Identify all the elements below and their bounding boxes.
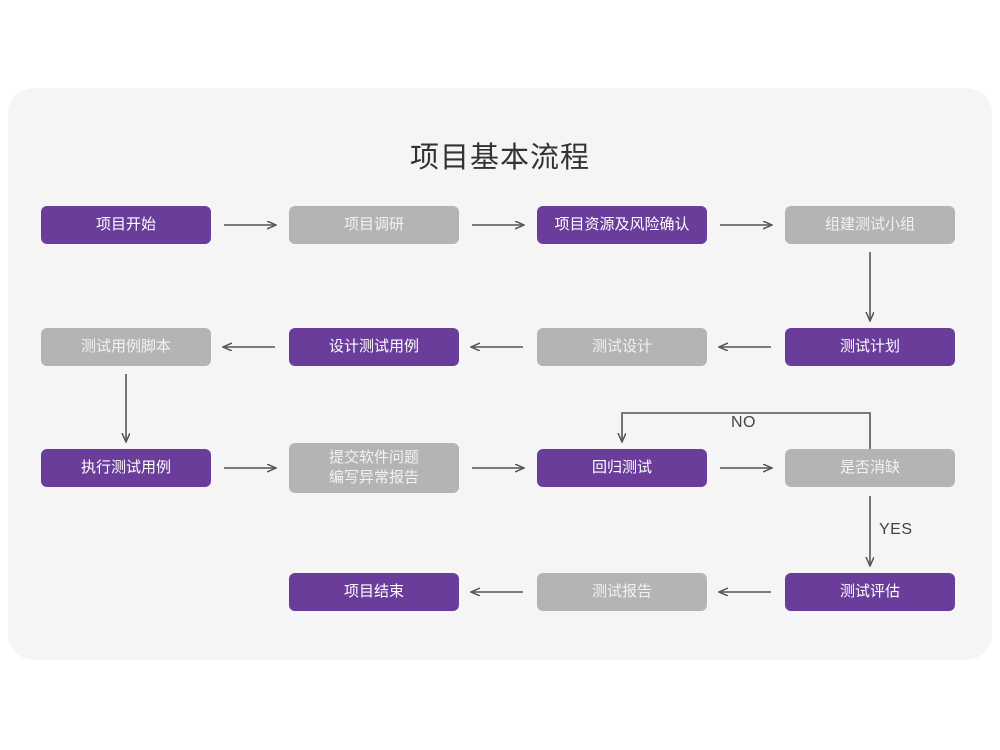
flow-node-n2[interactable]: 项目调研 (289, 206, 459, 244)
flow-node-n5[interactable]: 测试计划 (785, 328, 955, 366)
flow-node-n6[interactable]: 测试设计 (537, 328, 707, 366)
flow-node-n15[interactable]: 项目结束 (289, 573, 459, 611)
flow-node-n10[interactable]: 提交软件问题 编写异常报告 (289, 443, 459, 493)
edge-label-no: NO (731, 414, 756, 431)
flow-node-n8[interactable]: 测试用例脚本 (41, 328, 211, 366)
flowchart-card: 项目基本流程 (8, 88, 992, 660)
flow-node-n3[interactable]: 项目资源及风险确认 (537, 206, 707, 244)
flow-node-n11[interactable]: 回归测试 (537, 449, 707, 487)
page-title: 项目基本流程 (409, 142, 590, 174)
flow-node-n1[interactable]: 项目开始 (41, 206, 211, 244)
flow-node-n4[interactable]: 组建测试小组 (785, 206, 955, 244)
edge-label-yes: YES (879, 521, 913, 538)
flow-node-n7[interactable]: 设计测试用例 (289, 328, 459, 366)
flow-node-n9[interactable]: 执行测试用例 (41, 449, 211, 487)
flow-node-n13[interactable]: 测试评估 (785, 573, 955, 611)
flow-node-n12[interactable]: 是否消缺 (785, 449, 955, 487)
flow-node-n14[interactable]: 测试报告 (537, 573, 707, 611)
